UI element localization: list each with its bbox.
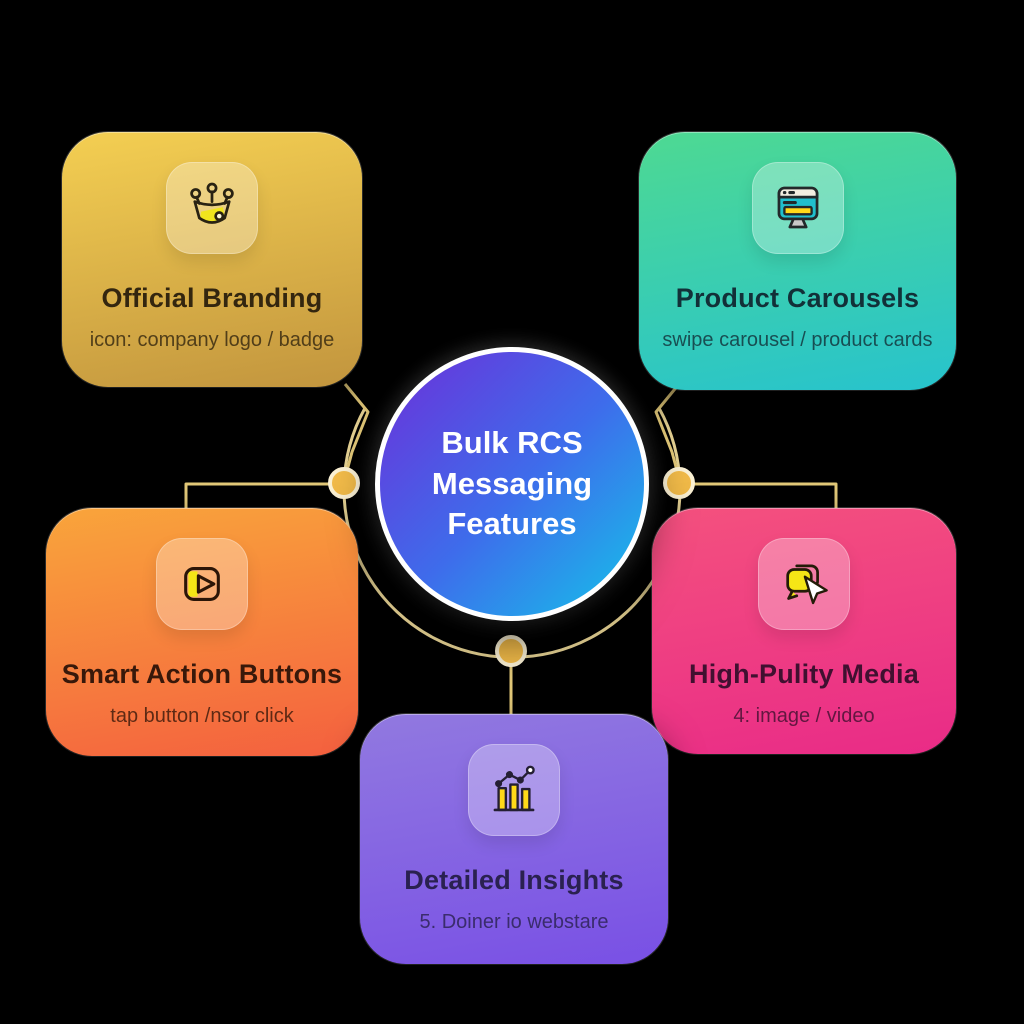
icon-tile: [166, 162, 258, 254]
cursor-click-icon: [786, 564, 828, 605]
node-dot-right: [663, 467, 695, 499]
center-title-line: Messaging: [431, 465, 593, 501]
crown-badge-icon: [190, 182, 234, 224]
node-dot-bottom: [495, 635, 527, 667]
card-subtitle: swipe carousel / product cards: [662, 328, 933, 351]
card-title: Product Carousels: [675, 283, 920, 313]
feature-card-official-branding: Official Branding icon: company logo / b…: [62, 132, 362, 387]
icon-tile: [758, 538, 850, 630]
feature-card-smart-action-buttons: Smart Action Buttons tap button /nsor cl…: [46, 508, 358, 756]
connector-product: [654, 383, 681, 479]
icon-tile: [751, 162, 844, 254]
icon-tile: [156, 538, 248, 630]
feature-card-product-carousels: Product Carousels swipe carousel / produ…: [639, 132, 956, 390]
connector-smart: [184, 482, 346, 510]
connector-official: [343, 383, 370, 479]
card-subtitle: 4: image / video: [733, 704, 875, 727]
center-title-line: Features: [447, 506, 577, 542]
card-title: Detailed Insights: [404, 865, 624, 895]
feature-card-high-pulity-media: High-Pulity Media 4: image / video: [652, 508, 956, 754]
play-button-icon: [184, 567, 220, 601]
icon-tile: [468, 744, 560, 836]
center-title-line: Bulk RCS: [441, 424, 583, 460]
feature-card-detailed-insights: Detailed Insights 5. Doiner io webstare: [360, 714, 668, 964]
card-subtitle: tap button /nsor click: [110, 704, 294, 727]
node-dot-left: [328, 467, 360, 499]
card-subtitle: icon: company logo / badge: [89, 328, 335, 351]
card-title: Smart Action Buttons: [61, 659, 343, 689]
bar-chart-icon: [493, 765, 535, 812]
card-subtitle: 5. Doiner io webstare: [419, 910, 609, 933]
center-hub: Bulk RCS Messaging Features: [375, 347, 649, 621]
connector-media: [678, 482, 838, 510]
card-title: Official Branding: [101, 283, 323, 313]
card-title: High-Pulity Media: [689, 659, 919, 689]
browser-monitor-icon: [777, 186, 818, 229]
